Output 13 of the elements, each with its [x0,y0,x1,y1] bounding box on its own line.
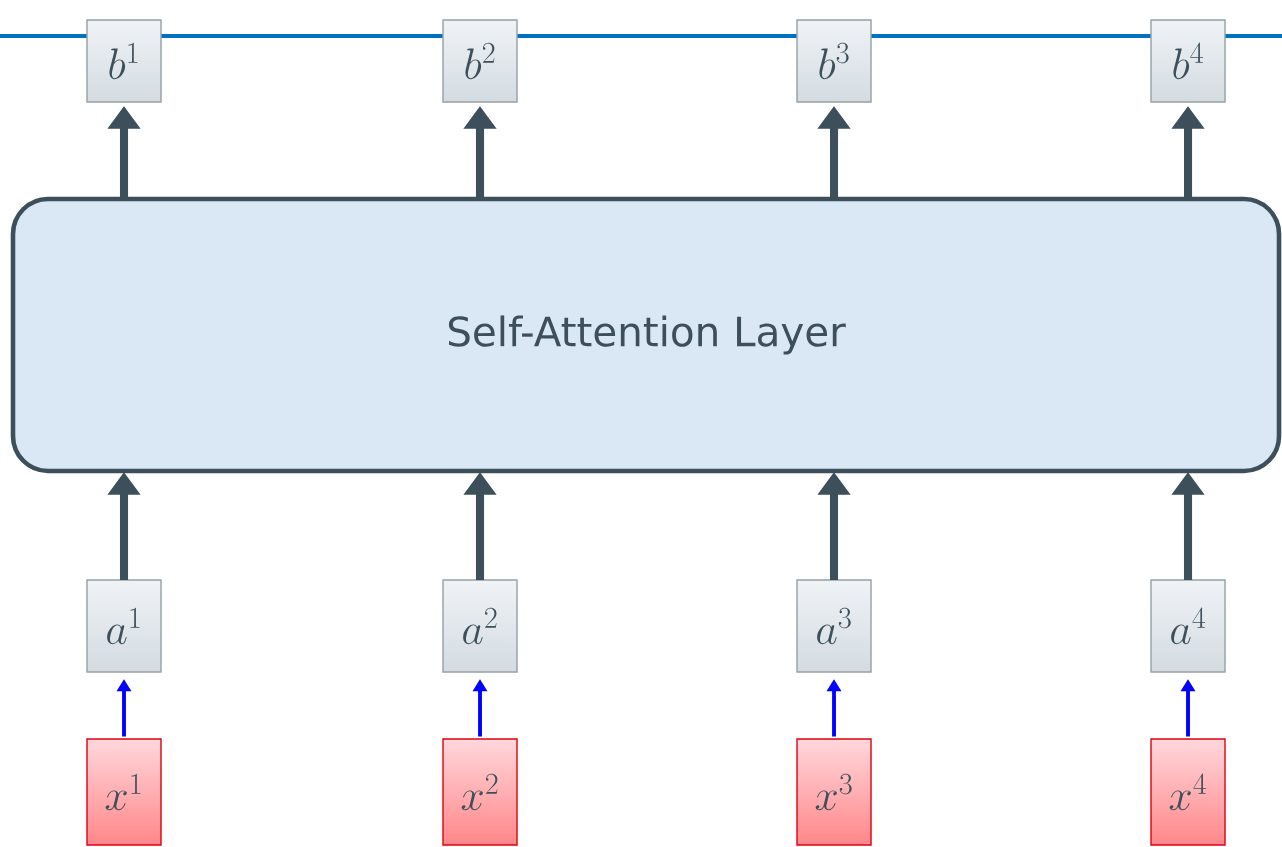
output-box: $b^{3}$ [796,19,872,103]
input-box: $x^{1}$ [86,738,162,846]
output-box: $b^{4}$ [1150,19,1226,103]
embedding-box: $a^{1}$ [86,579,162,673]
input-box: $x^{2}$ [442,738,518,846]
output-box: $b^{2}$ [442,19,518,103]
output-box: $b^{1}$ [86,19,162,103]
input-box: $x^{4}$ [1150,738,1226,846]
embedding-box: $a^{4}$ [1150,579,1226,673]
embedding-box: $a^{3}$ [796,579,872,673]
layer-box: Self-Attention Layer [10,196,1282,474]
input-box: $x^{3}$ [796,738,872,846]
embedding-box: $a^{2}$ [442,579,518,673]
